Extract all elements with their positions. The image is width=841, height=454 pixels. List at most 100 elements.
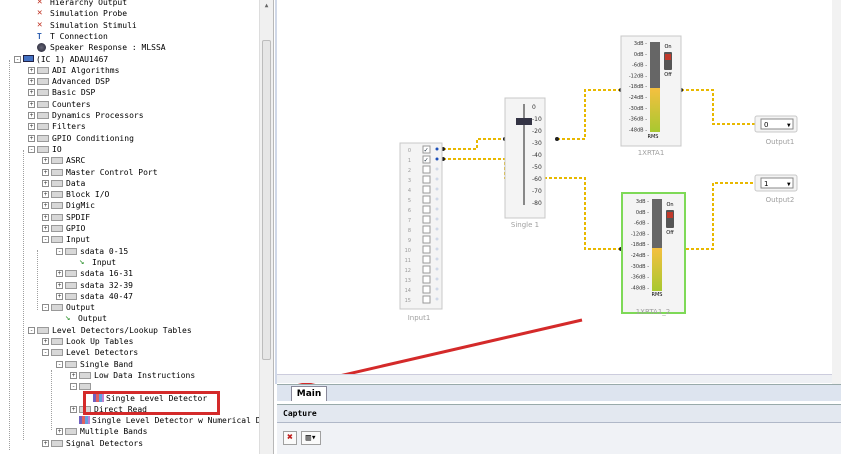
channel-checkbox[interactable] (422, 165, 431, 174)
channel-checkbox[interactable] (422, 215, 431, 224)
channel-checkbox[interactable] (422, 145, 431, 154)
expand-icon[interactable]: + (28, 66, 35, 74)
tree-item[interactable]: -IO (28, 144, 62, 155)
expand-icon[interactable]: + (28, 112, 35, 119)
expand-icon[interactable]: + (70, 371, 77, 379)
tree-item[interactable]: Speaker Response : MLSSA (37, 42, 166, 53)
channel-checkbox[interactable] (422, 195, 431, 204)
expand-icon[interactable]: + (28, 100, 35, 108)
channel-checkbox[interactable] (422, 205, 431, 214)
tree-item[interactable]: Single Level Detector (93, 393, 207, 404)
collapse-icon[interactable]: - (42, 349, 49, 357)
tree-item[interactable]: +Filters (28, 121, 86, 132)
expand-icon[interactable]: + (42, 439, 49, 447)
expand-icon[interactable]: + (56, 270, 63, 278)
output2-block[interactable]: 1 ▼ Output2 (754, 174, 798, 204)
tree-item[interactable]: +GPIO (42, 223, 85, 234)
expand-icon[interactable]: + (42, 179, 49, 187)
tree-item[interactable]: +Multiple Bands (56, 426, 147, 437)
expand-icon[interactable]: + (28, 123, 35, 131)
tree-item[interactable]: +Low Data Instructions (70, 370, 195, 381)
channel-checkbox[interactable] (422, 185, 431, 194)
tree-item[interactable]: Single Level Detector w Numerical Disp (79, 415, 273, 426)
tree-item[interactable]: -(IC 1) ADAU1467 (14, 54, 108, 65)
tree-item[interactable]: -Level Detectors (42, 347, 138, 358)
output1-channel-select[interactable] (760, 118, 794, 130)
channel-checkbox[interactable] (422, 225, 431, 234)
collapse-icon[interactable]: - (14, 55, 21, 63)
scroll-up-arrow-icon[interactable]: ▲ (264, 2, 269, 9)
tree-item[interactable]: +Look Up Tables (42, 336, 133, 347)
expand-icon[interactable]: + (28, 89, 35, 97)
collapse-icon[interactable]: - (42, 304, 49, 312)
tree-item[interactable]: +sdata 16-31 (56, 268, 133, 279)
canvas-horizontal-scrollbar[interactable] (277, 374, 832, 383)
tab-main[interactable]: Main (291, 386, 327, 401)
collapse-icon[interactable]: - (28, 145, 35, 153)
expand-icon[interactable]: + (56, 428, 63, 436)
expand-icon[interactable]: + (42, 168, 49, 176)
rta1-block[interactable]: 3dB -0dB --6dB --12dB --18dB --24dB --30… (620, 35, 682, 157)
tree-item[interactable]: ✕Simulation Probe (37, 8, 127, 19)
volume-slider-handle[interactable] (516, 118, 532, 125)
collapse-icon[interactable]: - (56, 360, 63, 368)
tree-scrollbar[interactable]: ▲ (259, 0, 273, 454)
expand-icon[interactable]: + (42, 213, 49, 221)
channel-checkbox[interactable] (422, 295, 431, 304)
tree-item[interactable]: +ADI Algorithms (28, 65, 119, 76)
collapse-icon[interactable]: - (28, 326, 35, 334)
tree-item[interactable]: -Level Detectors/Lookup Tables (28, 325, 192, 336)
output2-channel-select[interactable] (760, 177, 794, 189)
clear-capture-icon[interactable]: ✖ (283, 431, 297, 445)
rta2-block[interactable]: 3dB -0dB --6dB --12dB --18dB --24dB --30… (621, 192, 686, 316)
tree-item[interactable]: +DigMic (42, 200, 95, 211)
tree-item[interactable]: +Counters (28, 99, 91, 110)
channel-checkbox[interactable] (422, 275, 431, 284)
expand-icon[interactable]: + (42, 225, 49, 232)
expand-icon[interactable]: + (42, 338, 49, 345)
tree-item[interactable]: ✕Simulation Stimuli (37, 20, 137, 31)
tree-item[interactable]: +Signal Detectors (42, 438, 143, 449)
collapse-icon[interactable]: - (70, 383, 77, 391)
tree-item[interactable]: -Input (42, 234, 90, 245)
tree-item[interactable]: - (70, 381, 94, 392)
tree-item[interactable]: -Single Band (56, 359, 133, 370)
channel-checkbox[interactable] (422, 255, 431, 264)
channel-checkbox[interactable] (422, 285, 431, 294)
channel-checkbox[interactable] (422, 235, 431, 244)
tree-item[interactable]: ↘Input (79, 257, 116, 268)
channel-checkbox[interactable] (422, 245, 431, 254)
tree-item[interactable]: +Data (42, 178, 85, 189)
collapse-icon[interactable]: - (42, 236, 49, 244)
tree-item[interactable]: +Basic DSP (28, 87, 95, 98)
collapse-icon[interactable]: - (56, 247, 63, 255)
tree-item[interactable]: +sdata 40-47 (56, 291, 133, 302)
tree-item[interactable]: +Dynamics Processors (28, 110, 144, 121)
tree-item[interactable]: +Advanced DSP (28, 76, 110, 87)
tree-item[interactable]: +ASRC (42, 155, 85, 166)
toolbox-tree[interactable]: ✕Hierarchy Output✕Simulation Probe✕Simul… (0, 0, 274, 454)
channel-checkbox[interactable] (422, 155, 431, 164)
tree-item[interactable]: ↘Output (65, 313, 107, 324)
tree-item[interactable]: +Master Control Port (42, 167, 158, 178)
tree-item[interactable]: -sdata 0-15 (56, 246, 128, 257)
channel-checkbox[interactable] (422, 265, 431, 274)
expand-icon[interactable]: + (42, 191, 49, 199)
expand-icon[interactable]: + (56, 281, 63, 289)
tree-item[interactable]: -Output (42, 302, 95, 313)
tree-scroll-thumb[interactable] (262, 40, 271, 360)
tree-item[interactable]: +GPIO Conditioning (28, 133, 134, 144)
tree-item[interactable]: +SPDIF (42, 212, 90, 223)
tree-item[interactable]: +Block I/O (42, 189, 109, 200)
expand-icon[interactable]: + (42, 157, 49, 165)
expand-icon[interactable]: + (28, 134, 35, 142)
tree-item[interactable]: +sdata 32-39 (56, 280, 133, 291)
columns-menu-icon[interactable]: ▥▾ (301, 431, 321, 445)
expand-icon[interactable]: + (70, 405, 77, 413)
expand-icon[interactable]: + (56, 292, 63, 300)
canvas-vertical-scrollbar[interactable] (832, 0, 841, 384)
